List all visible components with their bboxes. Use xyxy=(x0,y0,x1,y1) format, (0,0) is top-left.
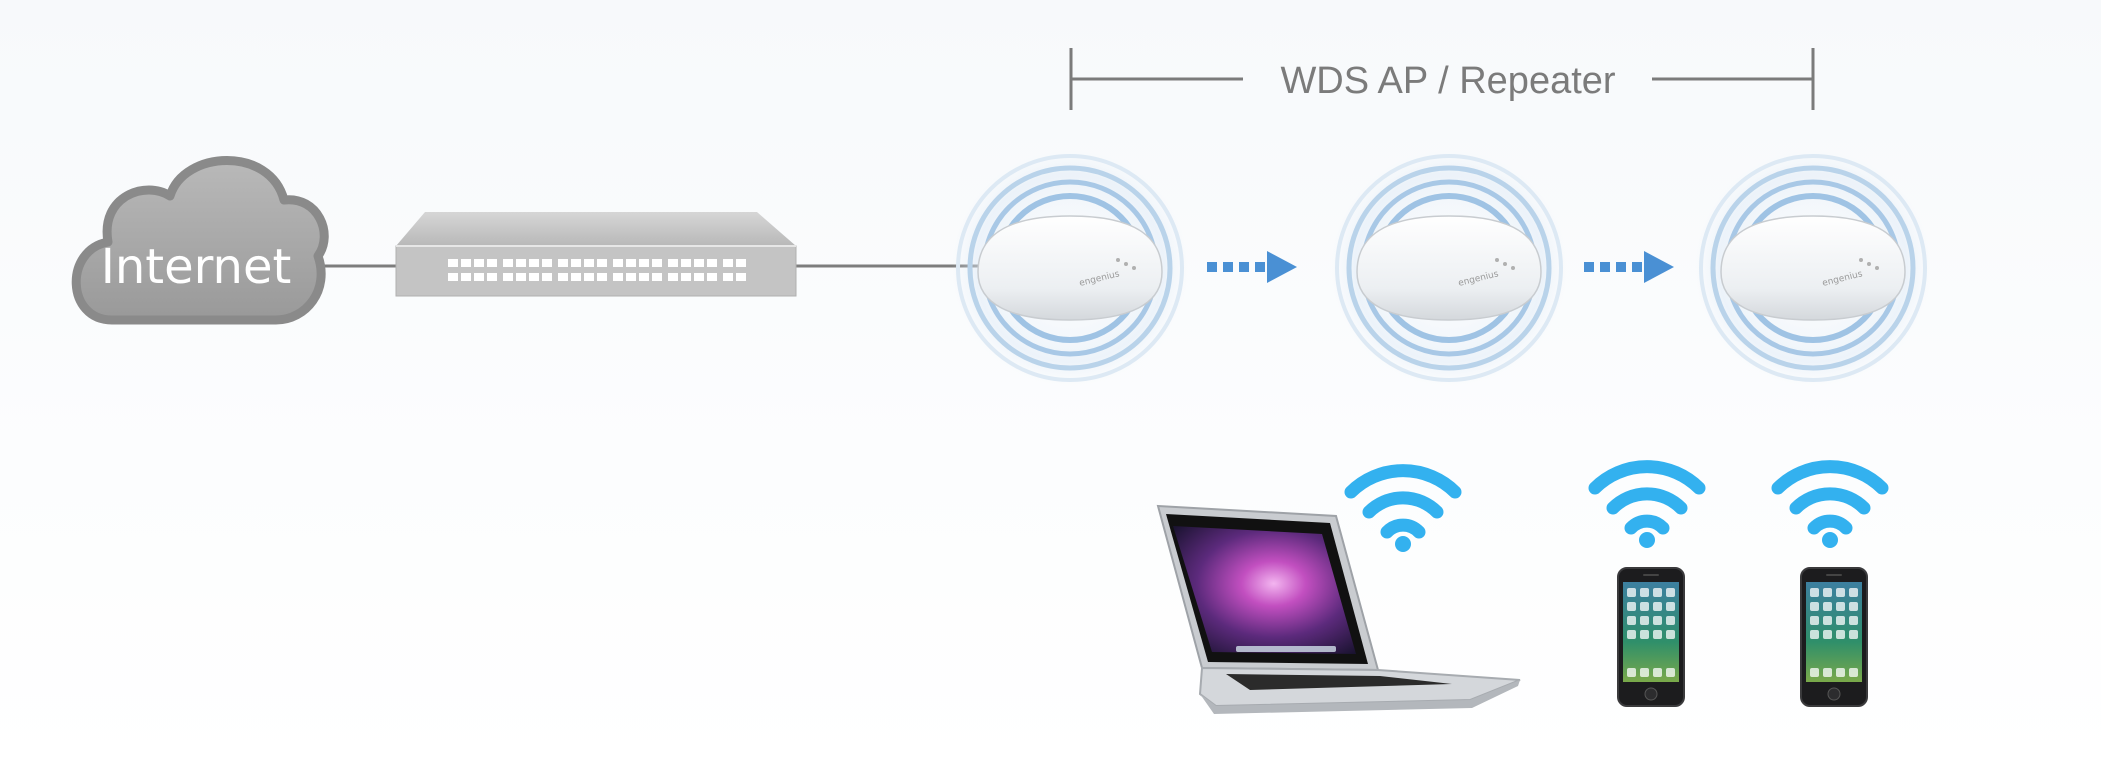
wifi-signal-laptop xyxy=(1344,464,1462,552)
internet-cloud: Internet xyxy=(71,156,329,325)
access-point-icon: engenius xyxy=(952,150,1188,386)
smartphone-icon xyxy=(1800,567,1868,707)
arrow-icon xyxy=(1584,251,1674,283)
wifi-icon xyxy=(1588,460,1706,548)
access-point-2: engenius xyxy=(1331,150,1567,386)
access-point-icon: engenius xyxy=(1695,150,1931,386)
laptop-icon xyxy=(1156,504,1521,714)
access-point-icon: engenius xyxy=(1331,150,1567,386)
wifi-icon xyxy=(1771,460,1889,548)
smartphone-1 xyxy=(1617,567,1685,707)
wifi-signal-phone-2 xyxy=(1771,460,1889,548)
arrow-icon xyxy=(1207,251,1297,283)
wifi-icon xyxy=(1344,464,1462,552)
arrow-ap2-to-ap3 xyxy=(1584,251,1674,283)
wifi-signal-phone-1 xyxy=(1588,460,1706,548)
wds-bracket: WDS AP / Repeater xyxy=(1069,48,1815,110)
internet-label: Internet xyxy=(101,239,292,295)
switch-icon xyxy=(395,212,797,297)
smartphone-icon xyxy=(1617,567,1685,707)
wds-bracket-label: WDS AP / Repeater xyxy=(1280,60,1615,102)
network-switch xyxy=(395,212,797,297)
arrow-ap1-to-ap2 xyxy=(1207,251,1297,283)
laptop xyxy=(1156,504,1521,714)
access-point-1: engenius xyxy=(952,150,1188,386)
smartphone-2 xyxy=(1800,567,1868,707)
access-point-3: engenius xyxy=(1695,150,1931,386)
cloud-icon xyxy=(71,156,329,325)
